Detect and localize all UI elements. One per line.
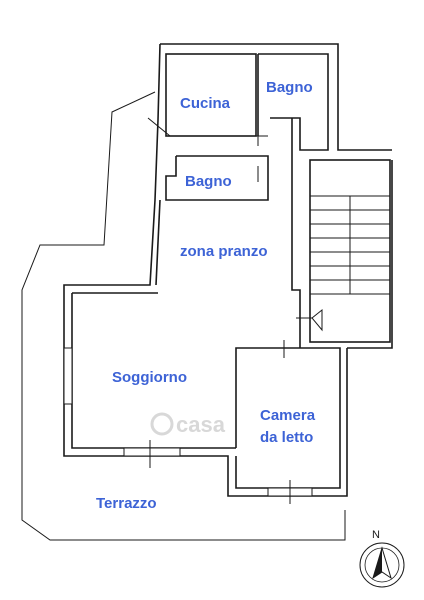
- label-bagno-top: Bagno: [266, 79, 313, 96]
- compass-north-label: N: [372, 529, 380, 541]
- label-cucina: Cucina: [180, 95, 231, 112]
- label-terrazzo: Terrazzo: [96, 495, 157, 512]
- bathroom-mid-walls: [165, 155, 269, 201]
- label-camera-line1: Camera: [260, 407, 316, 424]
- windows: [63, 117, 313, 504]
- watermark: casa: [150, 412, 226, 437]
- label-zona-pranzo: zona pranzo: [180, 243, 268, 260]
- bathroom-top-walls: [257, 53, 329, 151]
- label-bagno-mid: Bagno: [185, 173, 232, 190]
- label-camera-line2: da letto: [260, 429, 313, 446]
- stairwell: [309, 159, 391, 343]
- watermark-text: casa: [176, 412, 226, 437]
- bedroom-walls: [235, 347, 341, 489]
- label-soggiorno: Soggiorno: [112, 369, 187, 386]
- dining-walls: [71, 118, 301, 449]
- north-compass-icon: N: [359, 529, 405, 588]
- kitchen-walls: [165, 53, 257, 137]
- terrace-outline: [21, 91, 346, 541]
